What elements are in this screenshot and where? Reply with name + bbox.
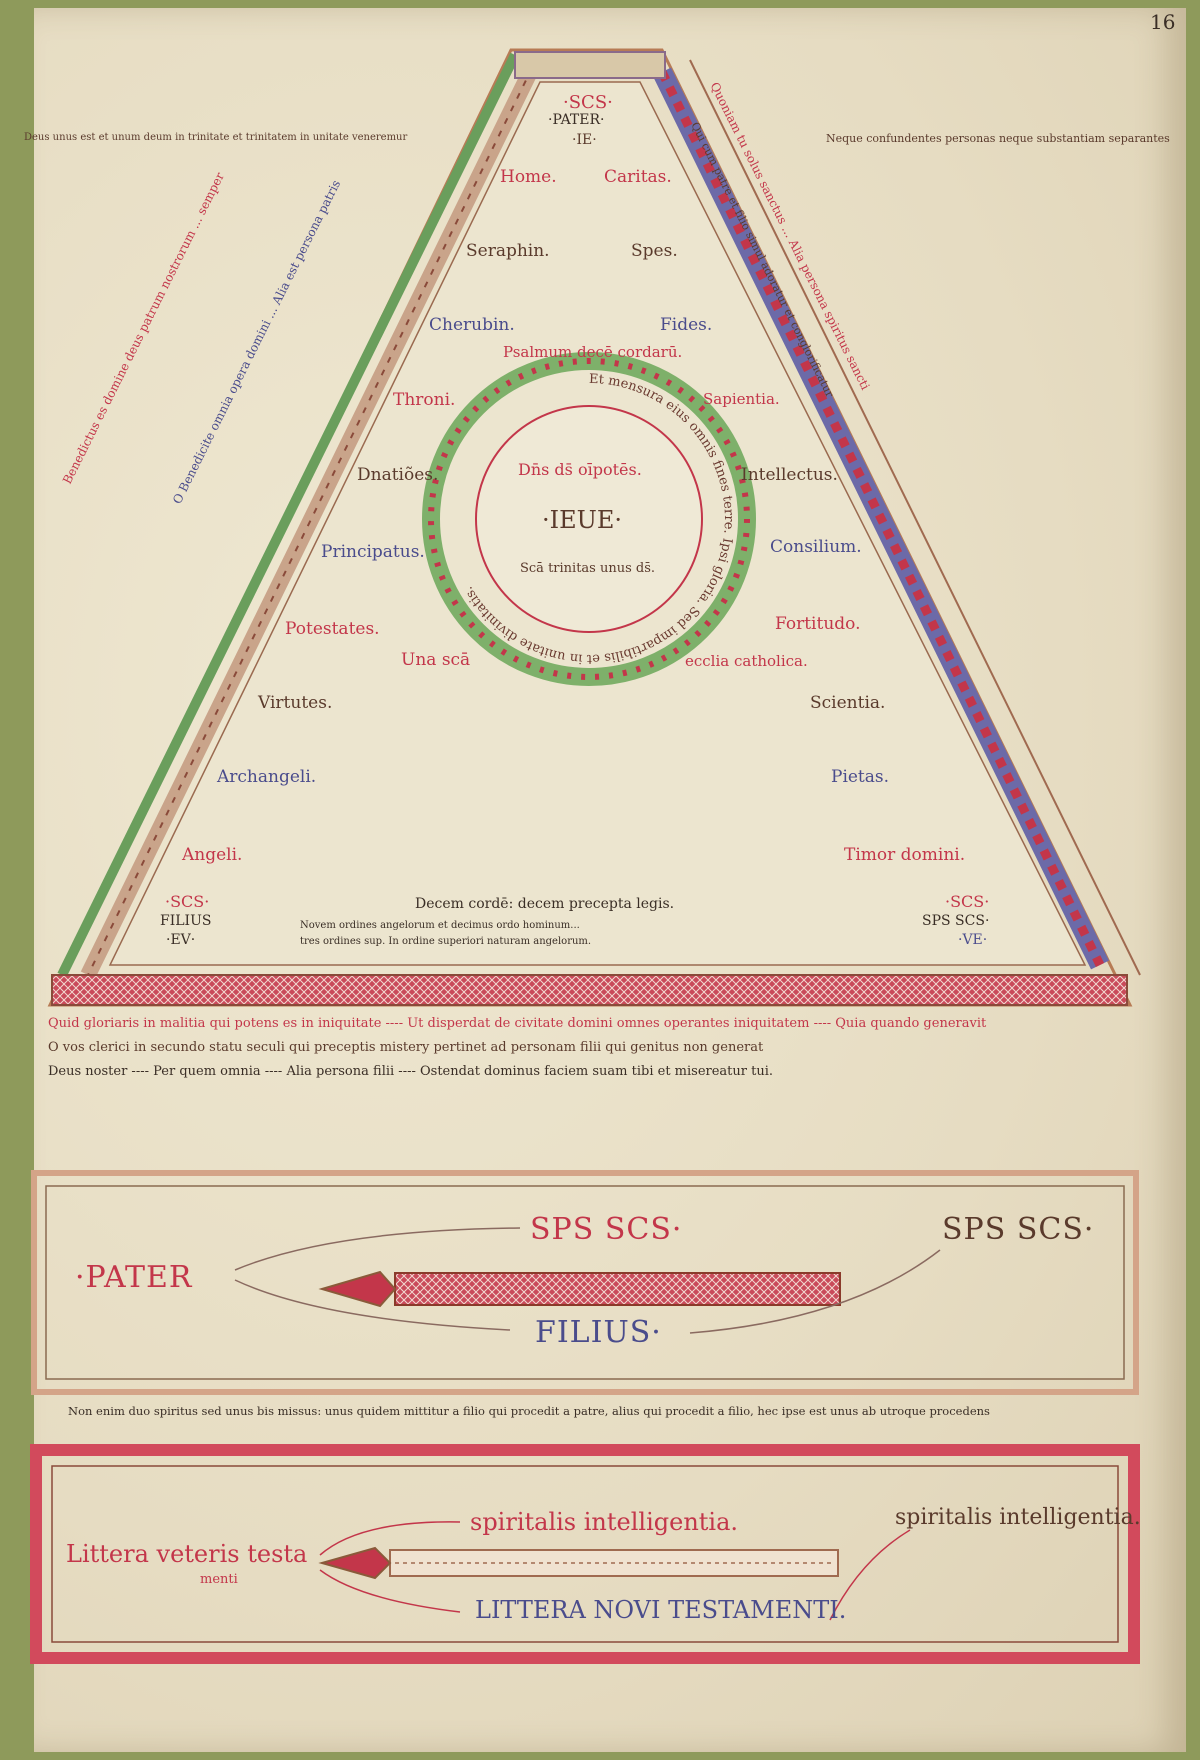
apex-ie: ·IE·: [572, 132, 597, 148]
lower-line-2: O vos clerici in secundo statu seculi qu…: [48, 1040, 764, 1055]
church-left: Una scā: [401, 650, 471, 670]
order-throni: Throni.: [393, 390, 456, 410]
bottom-right-sps-scs: SPS SCS·: [922, 913, 990, 929]
bottom-left-scs: ·SCS·: [165, 892, 210, 911]
bottom-left-filius: FILIUS: [160, 913, 212, 929]
base-text-2: tres ordines sup. In ordine superiori na…: [300, 936, 592, 947]
box2-inner-frame: [51, 1465, 1119, 1643]
page-number: 16: [1150, 10, 1176, 34]
virtue-pietas: Pietas.: [831, 767, 890, 787]
decem-precepta: Decem cordē: decem precepta legis.: [415, 896, 675, 912]
church-right: ecclia catholica.: [685, 652, 808, 670]
bottom-right-scs: ·SCS·: [945, 892, 990, 911]
box2-spiritalis: spiritalis intelligentia.: [470, 1508, 739, 1536]
apex-pater: ·PATER·: [548, 112, 605, 128]
left-green-band: [57, 52, 520, 978]
box2-novi: LITTERA NOVI TESTAMENTI.: [475, 1596, 847, 1624]
right-band-red-beads: [657, 70, 1105, 967]
circle-center-name: ·IEUE·: [542, 506, 623, 534]
apex-scs: ·SCS·: [563, 92, 613, 113]
box2-connector-lines: [319, 1521, 911, 1621]
box1-pater: ·PATER: [75, 1260, 193, 1295]
outer-wreath-flowers: [428, 358, 750, 680]
order-cherubin: Cherubin.: [429, 315, 515, 335]
box1-connector-lines: [234, 1227, 941, 1334]
order-potestates: Potestates.: [285, 619, 380, 639]
left-scroll-band-pattern: [87, 67, 533, 976]
top-band: [514, 51, 666, 79]
psalm-label: Psalmum decē cordarū.: [503, 343, 683, 361]
circle-lower-text: Scā trinitas unus ds̄.: [520, 561, 656, 576]
box2-vetus-sub: menti: [200, 1572, 238, 1587]
virtue-fides: Fides.: [660, 315, 713, 335]
right-outer-line: [689, 59, 1141, 976]
order-home: Home.: [500, 167, 557, 187]
box1-spear: [394, 1272, 841, 1306]
order-principatus: Principatus.: [321, 542, 425, 562]
box1-frame: [31, 1170, 1139, 1395]
order-angeli: Angeli.: [182, 845, 243, 865]
inner-red-circle: [475, 405, 703, 633]
order-archangeli: Archangeli.: [217, 767, 317, 787]
box2-vetus: Littera veteris testa: [66, 1540, 308, 1568]
base-text-1: Novem ordines angelorum et decimus ordo …: [300, 920, 580, 931]
virtue-consilium: Consilium.: [770, 537, 862, 557]
top-right-note: Neque confundentes personas neque substa…: [826, 132, 1170, 145]
middle-line: Non enim duo spiritus sed unus bis missu…: [68, 1404, 990, 1418]
virtue-scientia: Scientia.: [810, 693, 886, 713]
order-seraphin: Seraphin.: [466, 241, 550, 261]
box2-spear-tip: [318, 1546, 392, 1580]
box2-frame: [30, 1444, 1140, 1664]
order-virtutes: Virtutes.: [258, 693, 333, 713]
box2-spiritalis-right: spiritalis intelligentia.: [895, 1505, 1141, 1530]
bottom-right-ve: ·VE·: [958, 932, 988, 948]
box1-filius: FILIUS·: [535, 1315, 662, 1350]
top-left-note: Deus unus est et unum deum in trinitate …: [24, 132, 408, 143]
virtue-fortitudo: Fortitudo.: [775, 614, 861, 634]
bottom-left-ev: ·EV·: [166, 932, 196, 948]
box1-sps-scs: SPS SCS·: [530, 1212, 683, 1247]
order-dominationes: Dnatiões.: [357, 465, 439, 485]
circle-upper-text: Dn̄s ds̄ oīpotēs.: [518, 460, 642, 479]
lower-line-3: Deus noster ---- Per quem omnia ---- Ali…: [48, 1064, 774, 1079]
virtue-spes: Spes.: [631, 241, 678, 261]
base-band: [51, 974, 1128, 1006]
box1-spear-tip: [318, 1270, 397, 1308]
virtue-sapientia: Sapientia.: [703, 390, 780, 408]
virtue-caritas: Caritas.: [604, 167, 672, 187]
box1-sps-scs-right: SPS SCS·: [942, 1212, 1095, 1247]
virtue-timor-domini: Timor domini.: [844, 845, 966, 865]
lower-line-1: Quid gloriaris in malitia qui potens es …: [48, 1016, 987, 1031]
box1-inner-frame: [45, 1185, 1125, 1380]
virtue-intellectus: Intellectus.: [741, 465, 838, 485]
